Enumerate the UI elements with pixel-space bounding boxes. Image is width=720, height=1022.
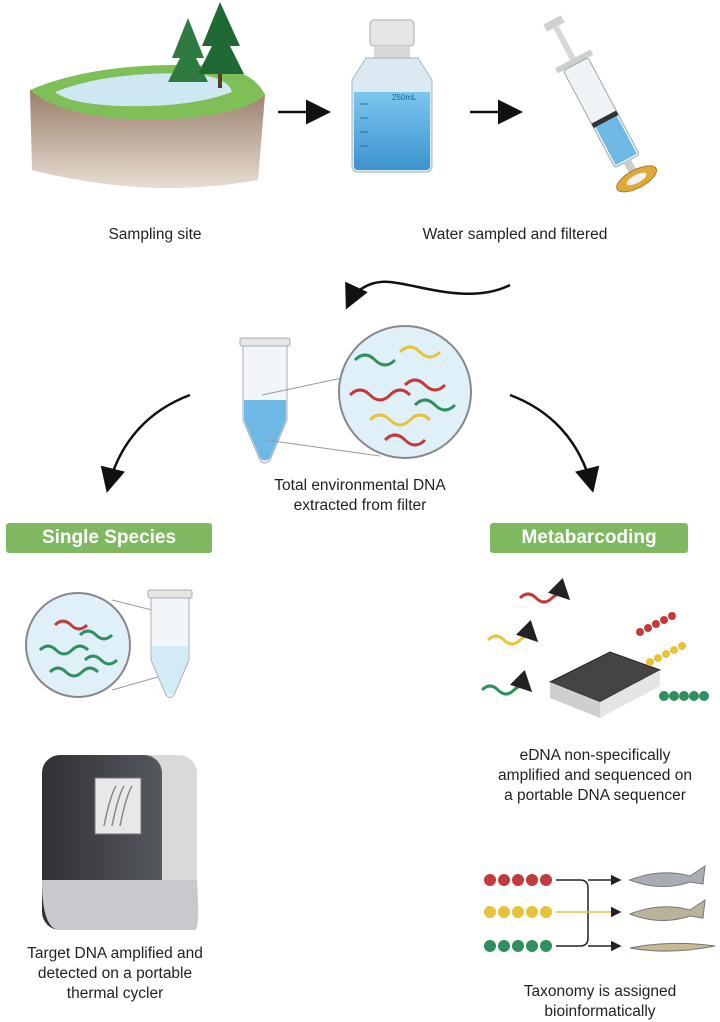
metabarcoding-dna-strands [480, 577, 571, 696]
single-species-dna-icon [25, 592, 166, 698]
fish-icon [628, 864, 716, 952]
label-sampling-site: Sampling site [108, 226, 202, 243]
water-bottle-icon [351, 19, 433, 173]
label-target-line2: detected on a portable [37, 965, 193, 982]
tube-icon [239, 337, 291, 464]
label-target-line3: thermal cycler [66, 985, 164, 1002]
metabarcoding-badge: Metabarcoding [490, 523, 688, 553]
label-total-edna-line2: extracted from filter [293, 497, 427, 514]
label-edna-sequenced: eDNA non-specifically amplified and sequ… [470, 746, 720, 806]
label-total-edna: Total environmental DNA extracted from f… [220, 476, 500, 516]
label-tax-line1: Taxonomy is assigned [523, 983, 677, 1000]
label-edna-line2: amplified and sequenced on [498, 767, 692, 784]
sampling-site-icon [30, 2, 265, 188]
single-species-tube-icon [147, 589, 193, 698]
arrow-to-single-species [100, 393, 191, 493]
bottle-volume-label: 250mL [392, 93, 417, 102]
magnifier-line-top [261, 377, 343, 396]
taxonomy-beads [484, 874, 552, 952]
sequencer-icon [548, 651, 662, 718]
label-target-dna: Target DNA amplified and detected on a p… [0, 944, 230, 1004]
label-target-line1: Target DNA amplified and [27, 945, 203, 962]
label-tax-line2: bioinformatically [544, 1003, 656, 1020]
single-species-badge: Single Species [6, 523, 212, 553]
arrow-to-extraction [345, 280, 511, 310]
dna-magnifier-icon [338, 325, 472, 459]
label-edna-line1: eDNA non-specifically [519, 747, 671, 764]
label-edna-line3: a portable DNA sequencer [504, 787, 686, 804]
magnifier-line-bottom [265, 439, 381, 457]
syringe-filter-icon [543, 15, 657, 193]
thermal-cycler-icon [42, 755, 199, 930]
label-water-sampled: Water sampled and filtered [422, 226, 608, 243]
label-taxonomy: Taxonomy is assigned bioinformatically [490, 982, 710, 1022]
taxonomy-arrows [556, 874, 622, 952]
arrow-to-metabarcoding [509, 393, 600, 493]
metabarcoding-bead-chains [636, 612, 709, 701]
label-total-edna-line1: Total environmental DNA [274, 477, 446, 494]
